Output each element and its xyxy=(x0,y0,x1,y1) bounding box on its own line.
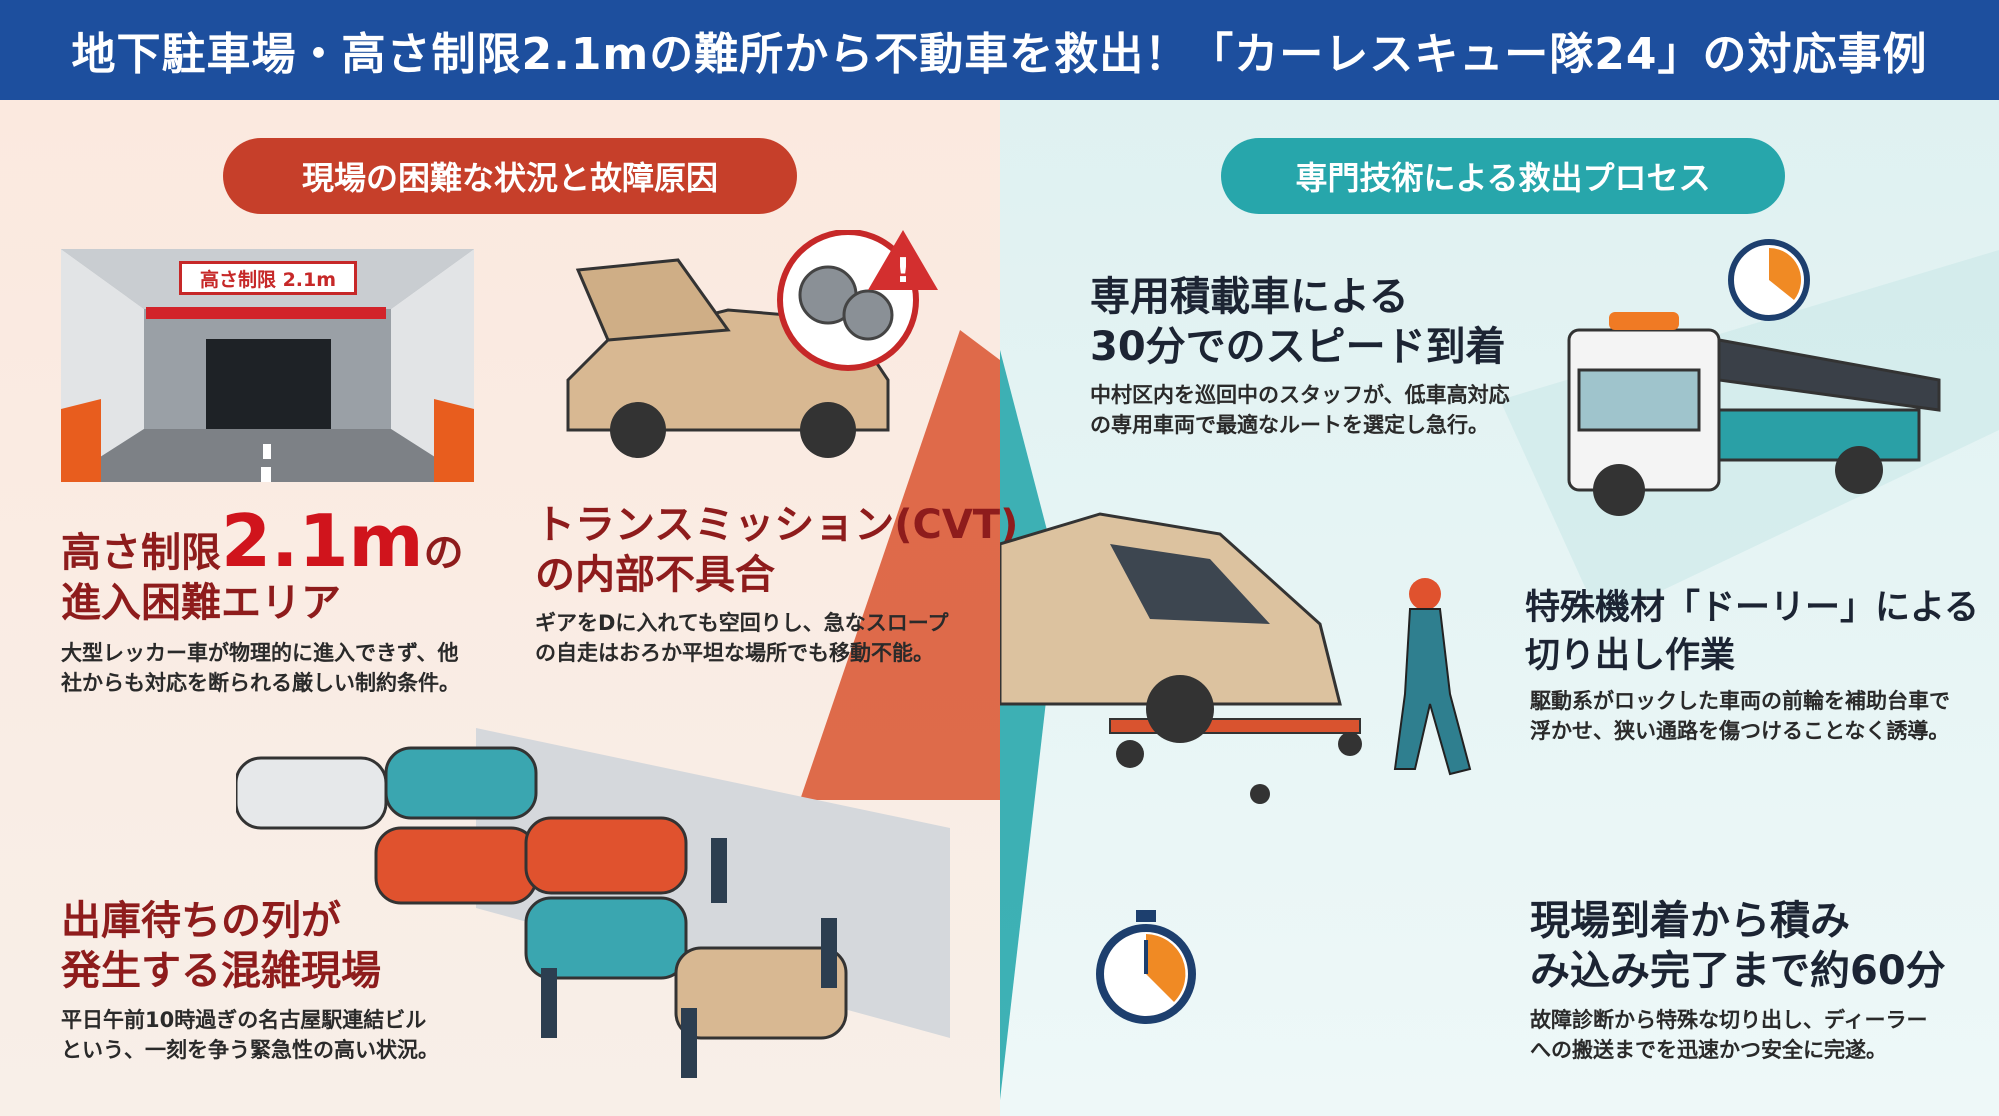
right-item-1-desc: 中村区内を巡回中のスタッフが、低車高対応 の専用車両で最適なルートを選定し急行。 xyxy=(1090,380,1510,441)
right-section-title: 専門技術による救出プロセス xyxy=(1221,138,1785,214)
desc-line: 平日午前10時過ぎの名古屋駅連結ビル xyxy=(61,1008,427,1032)
desc-line: 中村区内を巡回中のスタッフが、低車高対応 xyxy=(1090,383,1510,407)
right-item-2-title: 特殊機材「ドーリー」による 切り出し作業 xyxy=(1525,584,1979,680)
title-text: の xyxy=(423,530,464,576)
dolly-rescue-illustration xyxy=(1000,512,1472,804)
title-text: 進入困難エリア xyxy=(61,580,341,626)
desc-line: の自走はおろか平坦な場所でも移動不能。 xyxy=(535,641,934,666)
broken-car-illustration: ! xyxy=(566,230,938,458)
title-text: トランスミッション(CVT) xyxy=(535,502,1019,548)
height-value: 2.1m xyxy=(221,499,424,583)
parking-entrance-illustration: 高さ制限 2.1m xyxy=(61,249,474,482)
height-limit-sign: 高さ制限 2.1m xyxy=(179,261,357,295)
title-text: み込み完了まで約60分 xyxy=(1530,948,1946,994)
left-item-1-desc: 大型レッカー車が物理的に進入できず、他 社からも対応を断られる厳しい制約条件。 xyxy=(61,638,460,699)
desc-line: 大型レッカー車が物理的に進入できず、他 xyxy=(61,641,459,665)
title-text: 高さ制限 xyxy=(61,530,221,576)
svg-text:!: ! xyxy=(895,251,911,291)
title-text: 発生する混雑現場 xyxy=(61,948,381,994)
tow-truck-illustration xyxy=(1567,239,1941,516)
left-item-2-desc: ギアをDに入れても空回りし、急なスロープ の自走はおろか平坦な場所でも移動不能。 xyxy=(535,608,949,669)
stopwatch-icon xyxy=(1096,910,1196,1024)
left-item-2-title: トランスミッション(CVT) の内部不具合 xyxy=(535,500,1018,600)
right-item-2-desc: 駆動系がロックした車両の前輪を補助台車で 浮かせ、狭い通路を傷つけることなく誘導… xyxy=(1530,686,1950,747)
left-item-3-desc: 平日午前10時過ぎの名古屋駅連結ビル という、一刻を争う緊急性の高い状況。 xyxy=(61,1005,439,1066)
left-item-1-title: 高さ制限2.1mの 進入困難エリア xyxy=(61,505,464,628)
title-text: 特殊機材「ドーリー」による xyxy=(1525,588,1979,628)
left-item-3-title: 出庫待ちの列が 発生する混雑現場 xyxy=(61,896,381,996)
title-text: の内部不具合 xyxy=(535,552,775,598)
right-item-3-desc: 故障診断から特殊な切り出し、ディーラー への搬送までを迅速かつ安全に完遂。 xyxy=(1530,1005,1928,1066)
title-text: 30分でのスピード到着 xyxy=(1090,324,1506,370)
title-text: 現場到着から積み xyxy=(1530,898,1850,944)
left-section-title: 現場の困難な状況と故障原因 xyxy=(223,138,797,214)
right-item-3-title: 現場到着から積み み込み完了まで約60分 xyxy=(1530,896,1946,996)
desc-line: という、一刻を争う緊急性の高い状況。 xyxy=(61,1038,439,1063)
title-text: 専用積載車による xyxy=(1090,274,1409,320)
desc-line: への搬送までを迅速かつ安全に完遂。 xyxy=(1530,1038,1887,1063)
right-item-1-title: 専用積載車による 30分でのスピード到着 xyxy=(1090,272,1506,372)
congested-parking-illustration xyxy=(236,728,950,1078)
desc-line: の専用車両で最適なルートを選定し急行。 xyxy=(1090,413,1489,438)
page-title: 地下駐車場・高さ制限2.1mの難所から不動車を救出！「カーレスキュー隊24」の対… xyxy=(0,0,1999,100)
title-text: 切り出し作業 xyxy=(1525,636,1736,676)
desc-line: 社からも対応を断られる厳しい制約条件。 xyxy=(61,671,460,696)
desc-line: ギアをDに入れても空回りし、急なスロープ xyxy=(535,611,949,635)
desc-line: 故障診断から特殊な切り出し、ディーラー xyxy=(1530,1008,1928,1032)
desc-line: 浮かせ、狭い通路を傷つけることなく誘導。 xyxy=(1530,719,1950,744)
desc-line: 駆動系がロックした車両の前輪を補助台車で xyxy=(1530,689,1950,713)
title-text: 出庫待ちの列が xyxy=(61,898,341,944)
